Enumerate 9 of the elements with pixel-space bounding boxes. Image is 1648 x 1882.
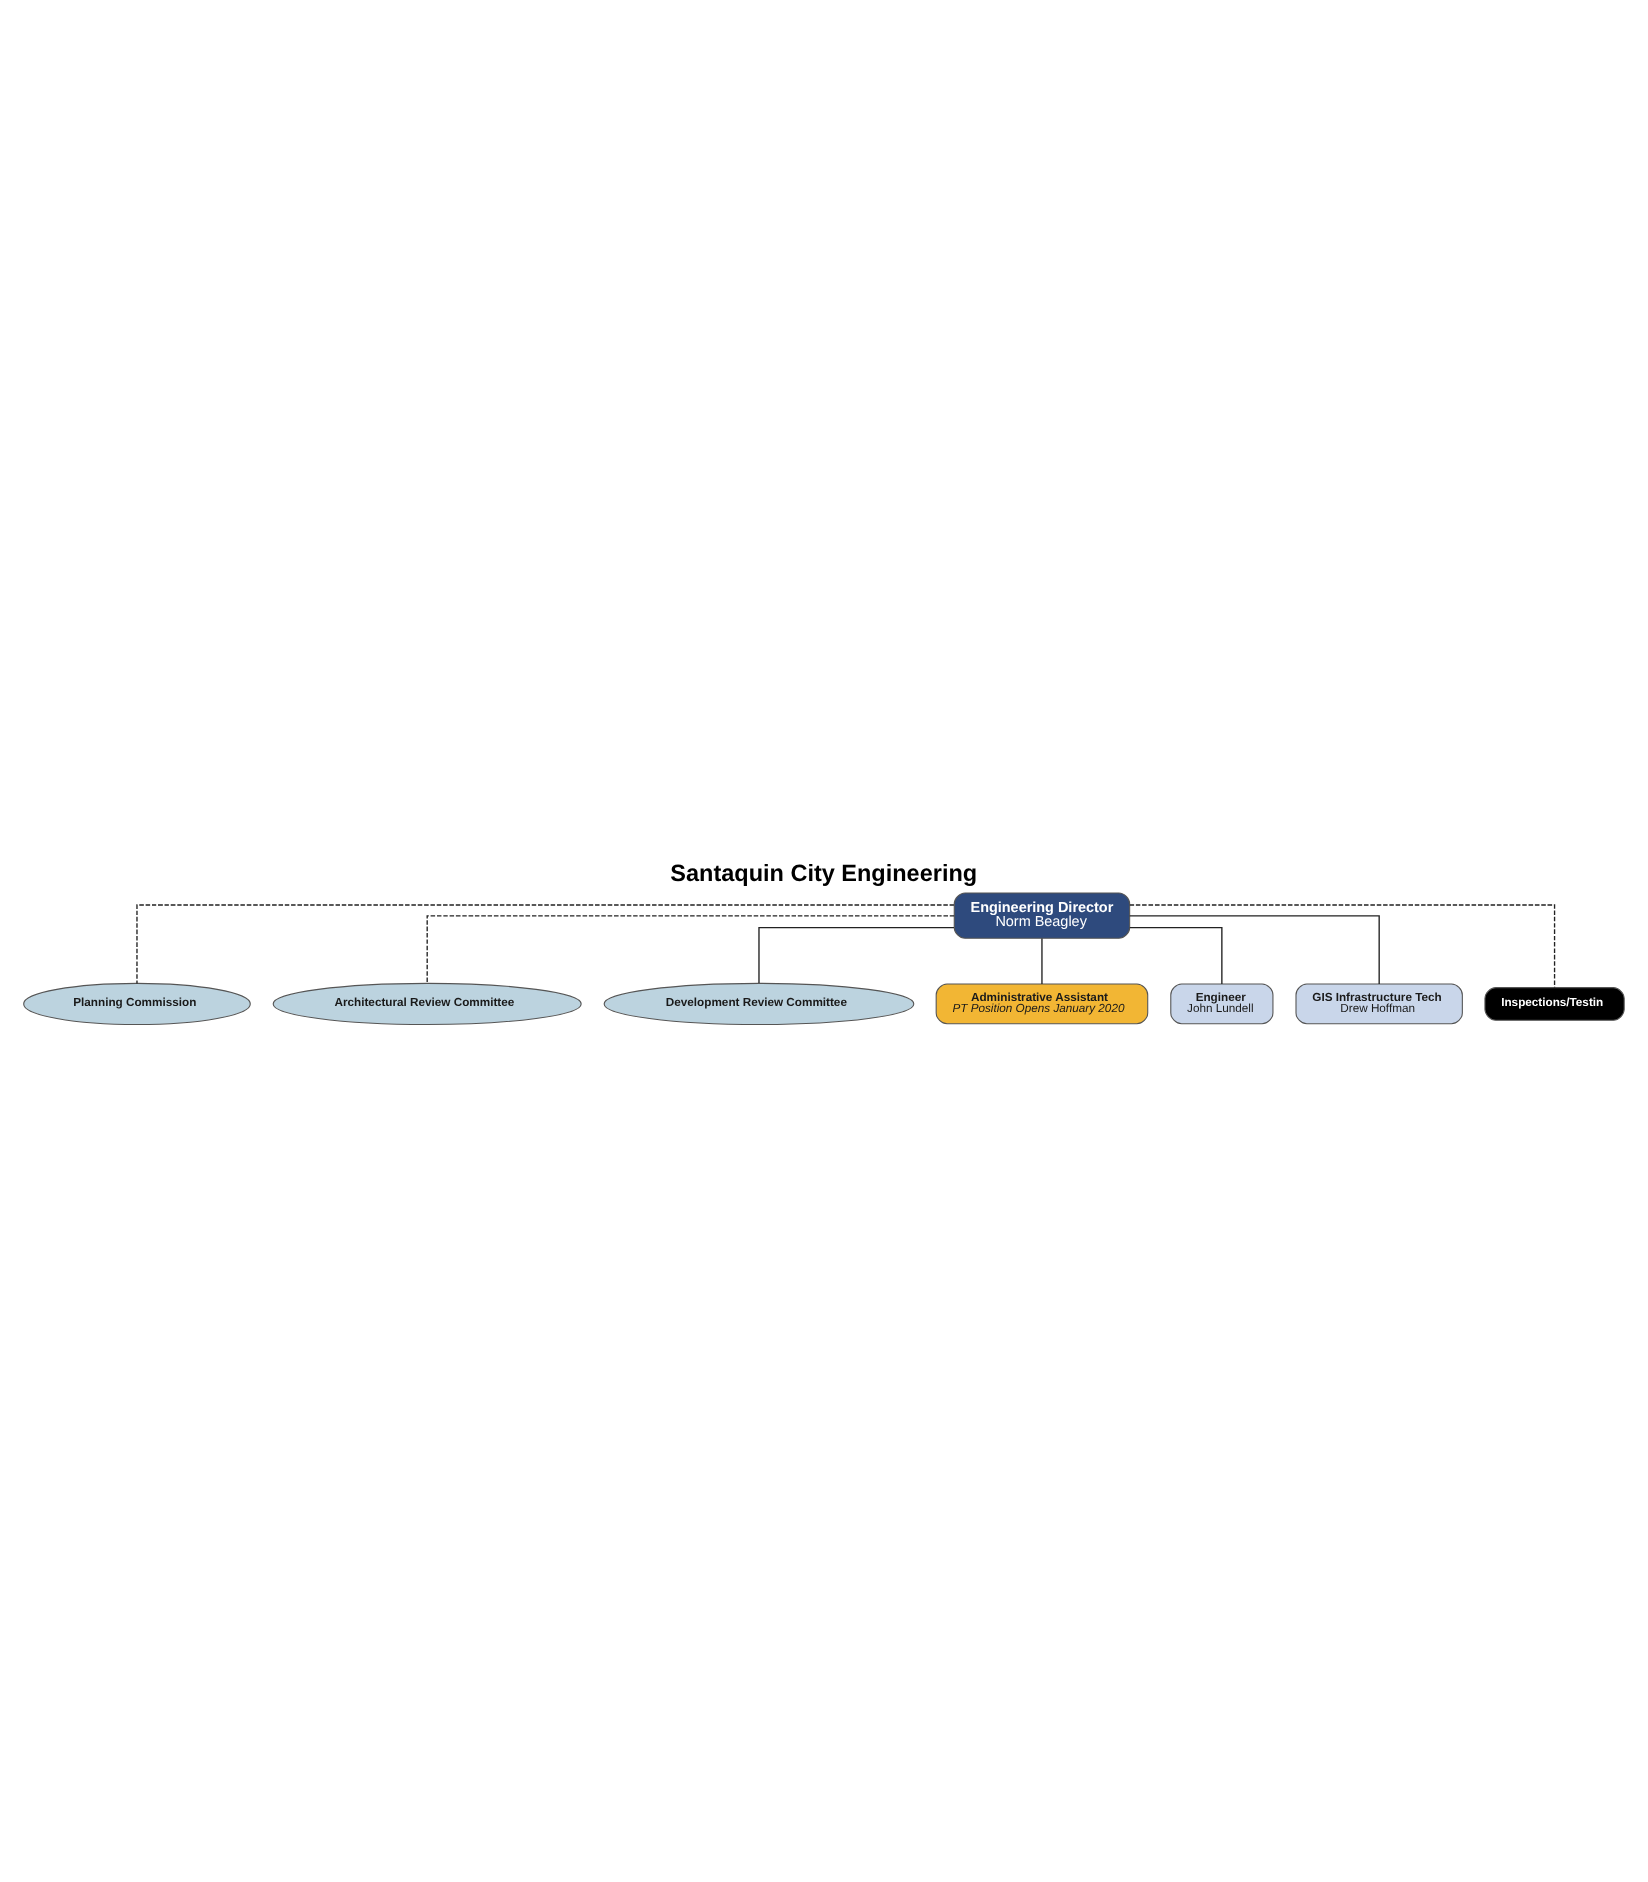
connector — [1129, 903, 1556, 988]
connector — [1041, 936, 1043, 984]
connector — [1129, 914, 1380, 984]
connector — [136, 903, 955, 984]
connector — [426, 914, 955, 983]
connector — [758, 925, 955, 983]
node-box: Engineering Director Norm Beagley — [953, 891, 1131, 938]
connector — [1129, 925, 1223, 984]
diagram-title: Santaquin City Engineering — [670, 860, 978, 887]
